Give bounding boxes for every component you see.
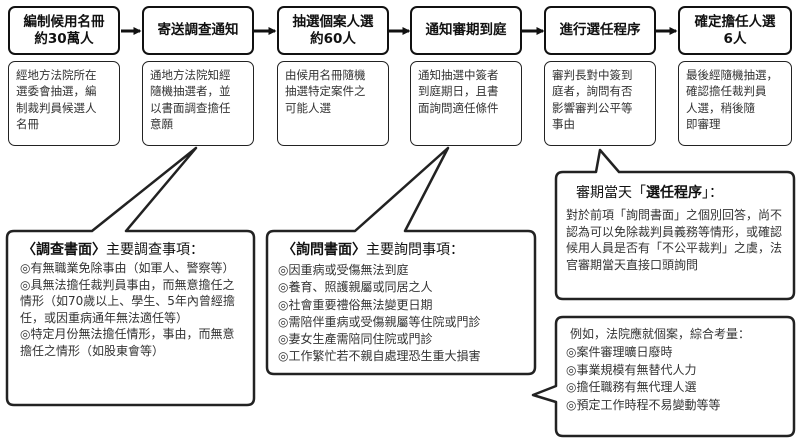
callout-survey-shape <box>5 146 256 407</box>
example-item: ◎案件審理曠日廢時 <box>566 345 673 359</box>
step-2-title: 寄送調查通知 <box>142 6 254 55</box>
step-1-title: 編制候用名冊 約30萬人 <box>8 6 120 55</box>
inquiry-item: ◎社會重要禮俗無法變更日期 <box>278 297 433 312</box>
survey-title-close: 〉 <box>92 242 106 258</box>
example-item: ◎事業規模有無替代人力 <box>566 362 697 377</box>
example-item: ◎預定工作時程不易變動等等 <box>566 397 721 412</box>
step-4-title: 通知審期到庭 <box>410 6 522 55</box>
step-3-title: 抽選個案人選 約60人 <box>277 6 389 55</box>
inquiry-title-close: 〉 <box>352 242 366 258</box>
survey-list: ◎有無職業免除事由（如軍人、警察等） ◎具無法擔任裁判員事由，而無意擔任之情形（… <box>20 260 246 359</box>
step-1-description: 經地方法院所在 選委會抽選，編 制裁判員候選人 名冊 <box>8 61 120 146</box>
inquiry-title-rest: 主要詢問事項： <box>366 242 464 258</box>
inquiry-item: ◎因重病或受傷無法到庭 <box>278 263 409 277</box>
survey-title-rest: 主要調查事項： <box>106 242 204 258</box>
selection-title-bold: 選任程序 <box>646 185 702 201</box>
callout-selection-shape <box>554 148 796 301</box>
step-5-title: 進行選任程序 <box>544 6 656 55</box>
step-2-description: 通地方法院知經 隨機抽選者，並 以書面調查擔任 意願 <box>142 61 254 146</box>
selection-callout-title: 審期當天「選任程序」： <box>576 182 723 202</box>
inquiry-item: ◎妻女生產需陪同住院或門診 <box>278 332 433 347</box>
step-6-title: 確定擔任人選 6人 <box>678 6 792 55</box>
inquiry-item: ◎養育、照護親屬或同居之人 <box>278 280 433 295</box>
survey-title-open: 〈 <box>22 242 36 258</box>
selection-body: 對於前項「詢問書面」之個別回答，尚不認為可以免除裁判員義務等情形，或確認候用人員… <box>566 208 783 272</box>
callout-inquiry-shape <box>265 146 537 376</box>
survey-item: ◎特定月份無法擔任情形，事由，而無意擔任之情形（如股東會等） <box>20 327 235 358</box>
inquiry-item: ◎工作繁忙若不親自處理恐生重大損害 <box>278 349 481 364</box>
example-item: ◎擔任職務有無代理人選 <box>566 380 697 394</box>
survey-callout-title: 〈調查書面〉主要調查事項： <box>22 239 204 259</box>
inquiry-list: ◎因重病或受傷無法到庭 ◎養育、照護親屬或同居之人 ◎社會重要禮俗無法變更日期 … <box>278 262 530 366</box>
inquiry-title-bold: 詢問書面 <box>296 242 352 258</box>
step-5-description: 審判長對中簽到 庭者，詢問有否 影響審判公平等 事由 <box>544 61 656 146</box>
inquiry-title-open: 〈 <box>282 242 296 258</box>
step-6-description: 最後經隨機抽選， 確認擔任裁判員 人選，稍後隨 即審理 <box>678 61 792 146</box>
callout-example-shape <box>531 315 796 438</box>
step-4-description: 通知抽選中簽者 到庭期日，且書 面詢問適任條件 <box>410 61 522 146</box>
selection-title-prefix: 審期當天「 <box>576 185 646 201</box>
survey-item: ◎具無法擔任裁判員事由，而無意擔任之情形（如70歲以上、學生、5年內曾經擔任，或… <box>20 277 235 325</box>
inquiry-item: ◎需陪伴重病或受傷親屬等住院或門診 <box>278 314 481 329</box>
inquiry-callout-title: 〈詢問書面〉主要詢問事項： <box>282 239 464 259</box>
step-3-description: 由候用名冊隨機 抽選特定案件之 可能人選 <box>277 61 389 146</box>
survey-item: ◎有無職業免除事由（如軍人、警察等） <box>20 261 235 275</box>
selection-title-suffix: 」： <box>702 185 723 201</box>
survey-title-bold: 調查書面 <box>36 242 92 258</box>
example-intro: 例如，法院應就個案，綜合考量： <box>570 327 751 341</box>
example-list: ◎案件審理曠日廢時 ◎事業規模有無替代人力 ◎擔任職務有無代理人選 ◎預定工作時… <box>566 344 788 414</box>
